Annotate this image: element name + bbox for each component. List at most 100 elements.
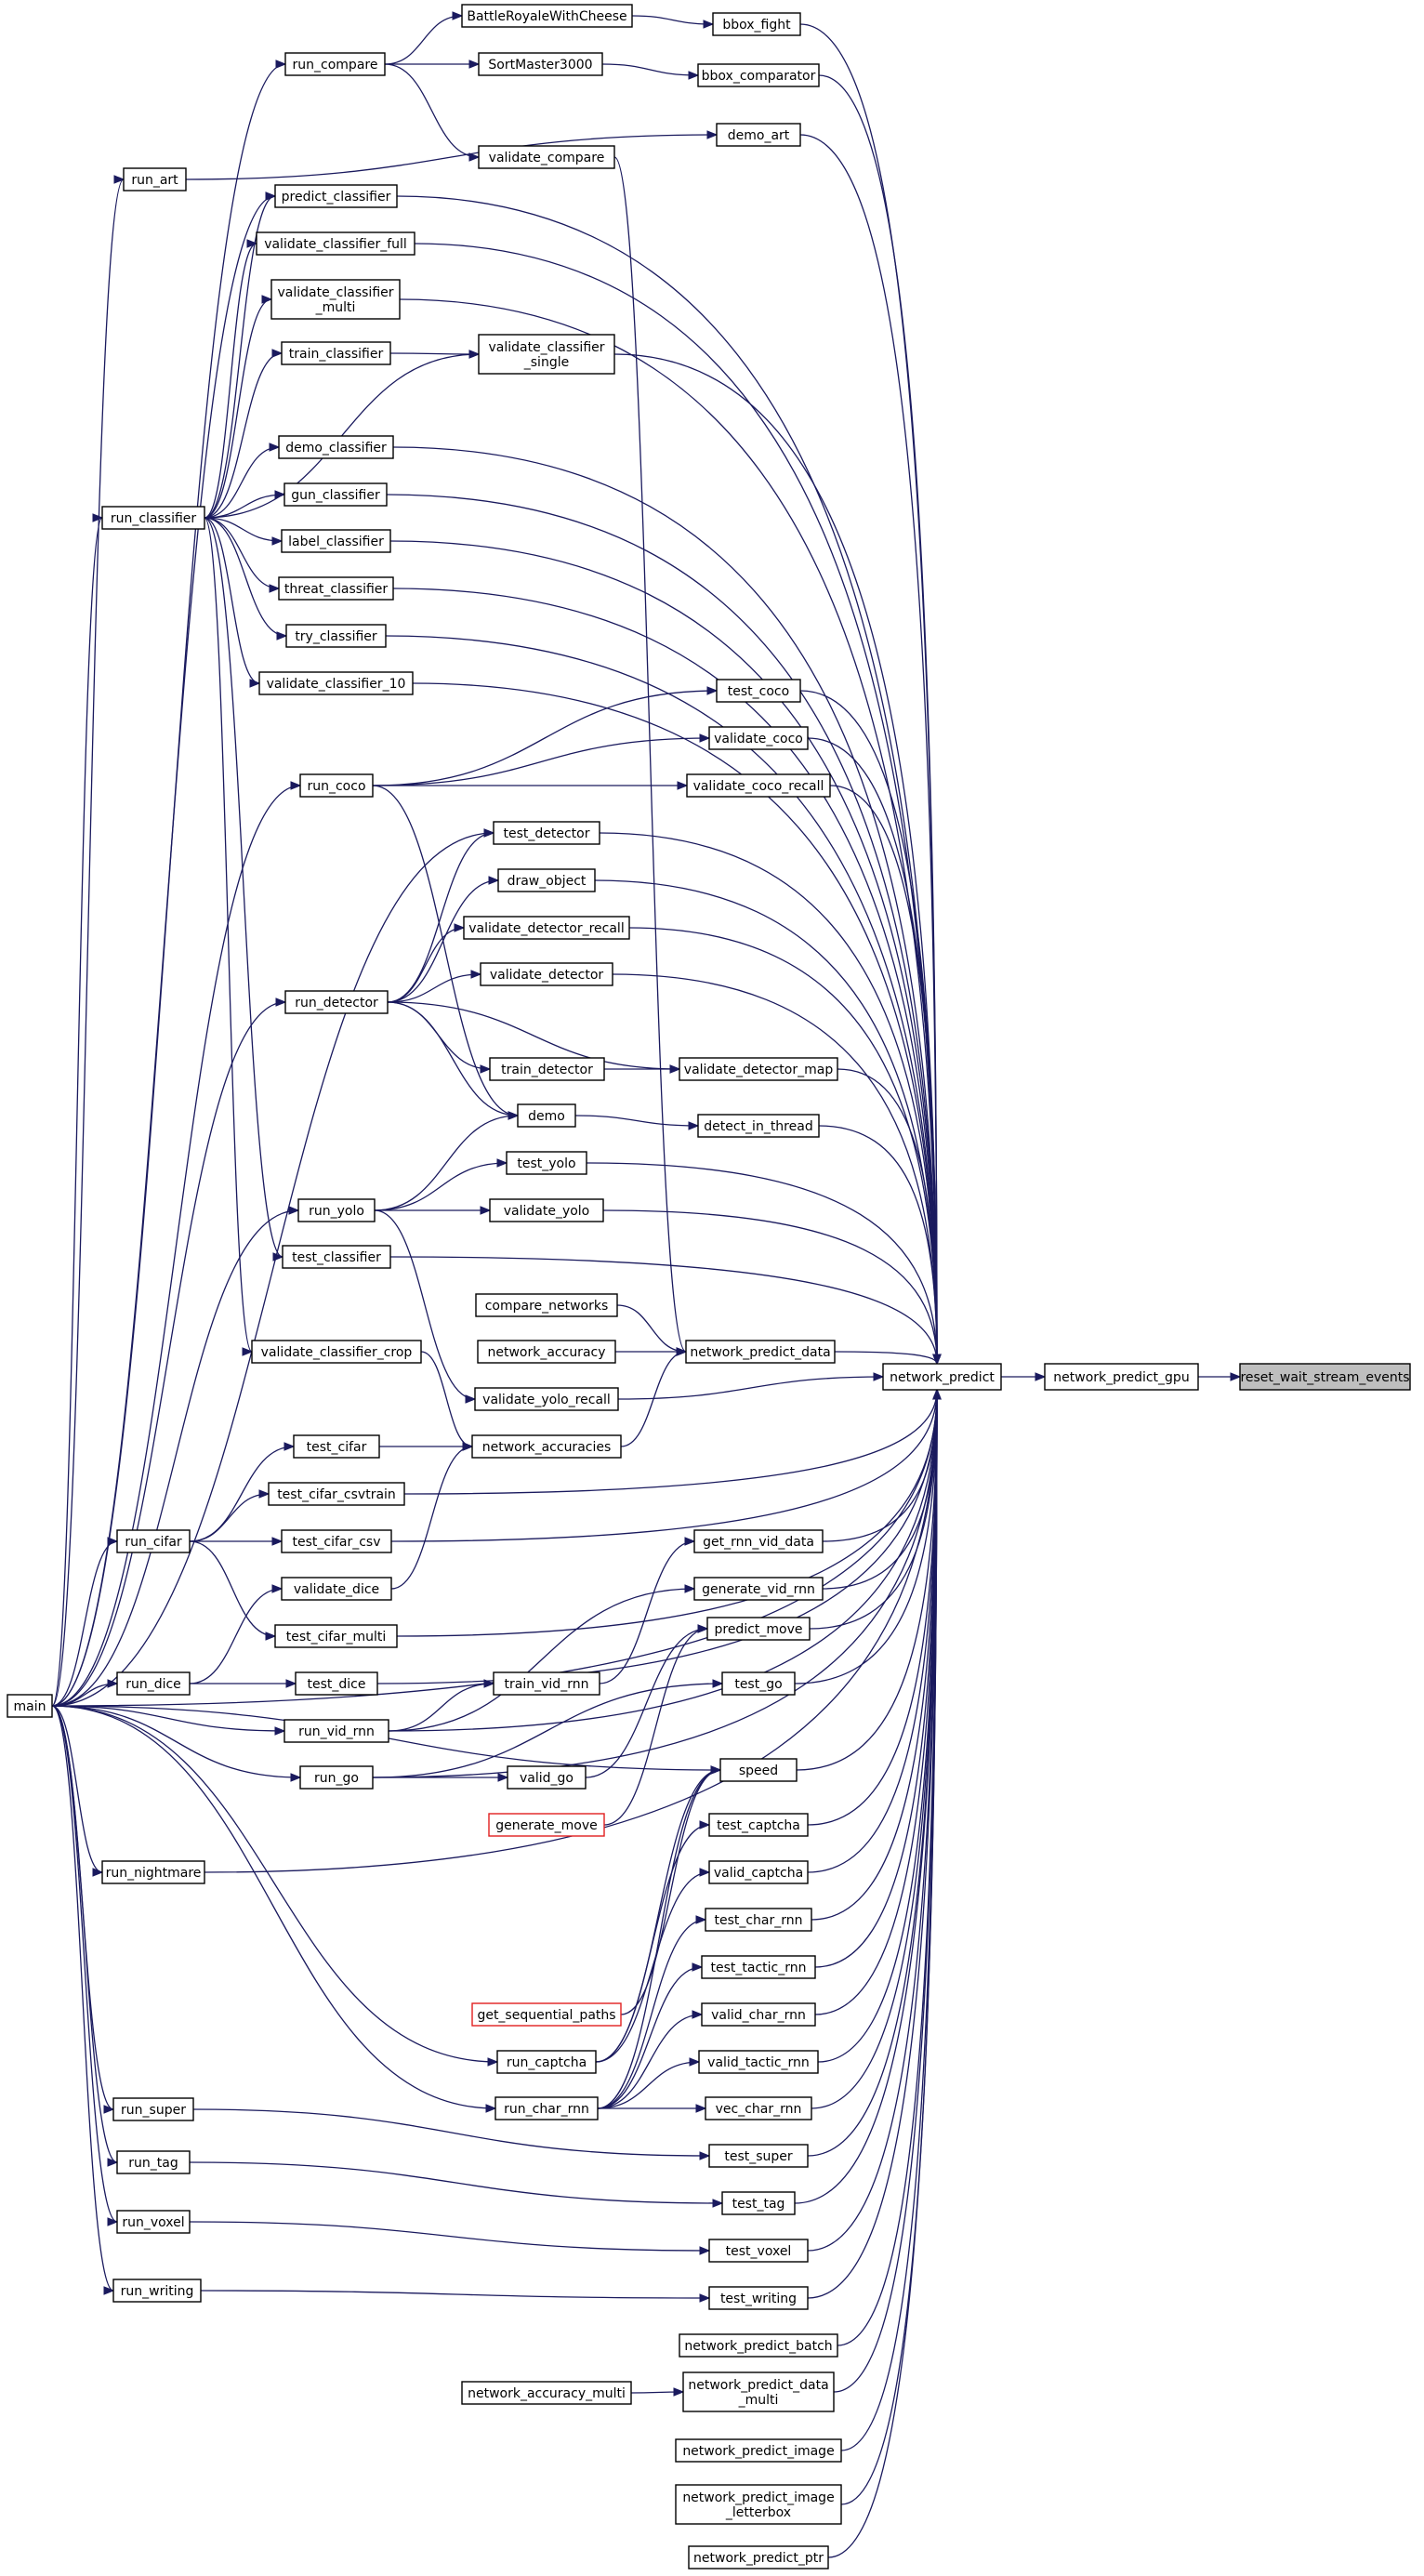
node-battleroyalewithcheese[interactable]: BattleRoyaleWithCheese [461, 4, 633, 28]
node-get-sequential-paths[interactable]: get_sequential_paths [471, 2002, 622, 2027]
node-run-classifier[interactable]: run_classifier [101, 506, 205, 530]
arrowhead [488, 876, 500, 885]
node-test-super[interactable]: test_super [708, 2144, 809, 2168]
node-network-predict-image[interactable]: network_predict_image [675, 2438, 842, 2463]
node-test-classifier[interactable]: test_classifier [282, 1245, 391, 1269]
node-train-detector[interactable]: train_detector [489, 1057, 605, 1081]
node-run-go[interactable]: run_go [299, 1765, 374, 1790]
node-network-predict-batch[interactable]: network_predict_batch [679, 2333, 838, 2358]
node-box [258, 671, 414, 695]
node-test-writing[interactable]: test_writing [708, 2286, 809, 2310]
node-run-captcha[interactable]: run_captcha [496, 2050, 597, 2074]
node-run-dice[interactable]: run_dice [116, 1671, 191, 1696]
node-network-predict-gpu[interactable]: network_predict_gpu [1044, 1363, 1199, 1391]
node-bbox-comparator[interactable]: bbox_comparator [697, 63, 820, 87]
node-validate-detector[interactable]: validate_detector [480, 962, 613, 986]
node-validate-classifier-single[interactable]: validate_classifier_single [478, 334, 615, 375]
node-test-captcha[interactable]: test_captcha [708, 1813, 809, 1837]
node-predict-move[interactable]: predict_move [706, 1617, 811, 1641]
node-run-char-rnn[interactable]: run_char_rnn [494, 2096, 599, 2120]
node-label-classifier[interactable]: label_classifier [281, 529, 391, 553]
node-predict-classifier[interactable]: predict_classifier [274, 184, 398, 208]
node-run-coco[interactable]: run_coco [299, 773, 374, 798]
node-draw-object[interactable]: draw_object [497, 868, 596, 892]
node-test-yolo[interactable]: test_yolo [506, 1151, 587, 1175]
node-run-super[interactable]: run_super [112, 2097, 194, 2121]
node-test-cifar-csv[interactable]: test_cifar_csv [281, 1529, 392, 1553]
node-run-art[interactable]: run_art [123, 167, 187, 192]
edge-line [185, 134, 718, 180]
node-generate-vid-rnn[interactable]: generate_vid_rnn [693, 1577, 824, 1601]
node-compare-networks[interactable]: compare_networks [475, 1293, 618, 1317]
node-try-classifier[interactable]: try_classifier [285, 624, 387, 648]
node-gun-classifier[interactable]: gun_classifier [283, 482, 388, 507]
node-test-cifar[interactable]: test_cifar [293, 1434, 380, 1459]
edge-run-cifar-to-test-cifar-csv [190, 1537, 283, 1546]
node-test-coco[interactable]: test_coco [716, 679, 801, 703]
node-detect-in-thread[interactable]: detect_in_thread [697, 1114, 820, 1138]
node-box [281, 341, 391, 365]
node-network-predict-data[interactable]: network_predict_data [685, 1340, 836, 1364]
node-validate-yolo[interactable]: validate_yolo [489, 1198, 604, 1222]
node-validate-classifier-multi[interactable]: validate_classifier_multi [270, 279, 401, 320]
node-test-char-rnn[interactable]: test_char_rnn [705, 1908, 812, 1932]
node-run-compare[interactable]: run_compare [284, 52, 386, 76]
node-validate-classifier-10[interactable]: validate_classifier_10 [258, 671, 414, 695]
node-network-accuracy[interactable]: network_accuracy [477, 1340, 616, 1364]
node-test-go[interactable]: test_go [721, 1671, 796, 1696]
node-validate-coco-recall[interactable]: validate_coco_recall [686, 773, 831, 798]
node-train-classifier[interactable]: train_classifier [281, 341, 391, 365]
edge-line [586, 1162, 938, 1365]
node-valid-captcha[interactable]: valid_captcha [708, 1860, 809, 1884]
node-test-tactic-rnn[interactable]: test_tactic_rnn [701, 1955, 816, 1979]
node-validate-dice[interactable]: validate_dice [281, 1577, 392, 1601]
node-network-predict-data-multi[interactable]: network_predict_data_multi [682, 2371, 835, 2412]
node-threat-classifier[interactable]: threat_classifier [278, 576, 394, 601]
node-validate-detector-recall[interactable]: validate_detector_recall [463, 916, 630, 940]
node-run-vid-rnn[interactable]: run_vid_rnn [283, 1719, 389, 1743]
node-run-writing[interactable]: run_writing [112, 2279, 202, 2303]
node-box [282, 1245, 391, 1269]
node-test-cifar-multi[interactable]: test_cifar_multi [274, 1624, 398, 1648]
node-validate-classifier-full[interactable]: validate_classifier_full [256, 231, 415, 256]
node-run-voxel[interactable]: run_voxel [116, 2210, 191, 2234]
node-test-cifar-csvtrain[interactable]: test_cifar_csvtrain [268, 1482, 405, 1506]
edge-line [189, 1493, 270, 1542]
node-reset-wait-stream-events[interactable]: reset_wait_stream_events [1239, 1363, 1411, 1391]
node-demo[interactable]: demo [517, 1103, 576, 1128]
node-vec-char-rnn[interactable]: vec_char_rnn [705, 2096, 812, 2120]
edge-run-detector-to-validate-detector [387, 970, 482, 1003]
node-validate-classifier-crop[interactable]: validate_classifier_crop [251, 1340, 422, 1364]
node-valid-go[interactable]: valid_go [507, 1765, 587, 1790]
node-valid-tactic-rnn[interactable]: valid_tactic_rnn [698, 2050, 819, 2074]
node-run-tag[interactable]: run_tag [116, 2150, 191, 2174]
node-validate-coco[interactable]: validate_coco [708, 726, 809, 750]
node-bbox-fight[interactable]: bbox_fight [712, 12, 801, 36]
node-run-nightmare[interactable]: run_nightmare [101, 1860, 205, 1884]
node-test-detector[interactable]: test_detector [493, 821, 600, 845]
node-generate-move[interactable]: generate_move [488, 1813, 605, 1837]
node-test-voxel[interactable]: test_voxel [708, 2239, 809, 2263]
node-valid-char-rnn[interactable]: valid_char_rnn [701, 2002, 816, 2027]
node-network-accuracies[interactable]: network_accuracies [471, 1434, 622, 1459]
node-validate-detector-map[interactable]: validate_detector_map [679, 1057, 838, 1081]
node-get-rnn-vid-data[interactable]: get_rnn_vid_data [693, 1529, 824, 1553]
node-run-yolo[interactable]: run_yolo [297, 1198, 376, 1222]
node-network-predict[interactable]: network_predict [882, 1363, 1002, 1391]
node-validate-yolo-recall[interactable]: validate_yolo_recall [474, 1387, 619, 1411]
node-demo-classifier[interactable]: demo_classifier [278, 435, 394, 459]
node-network-accuracy-multi[interactable]: network_accuracy_multi [461, 2381, 632, 2405]
node-demo-art[interactable]: demo_art [716, 123, 801, 147]
edge-run-classifier-to-demo-classifier [204, 443, 281, 519]
node-validate-compare[interactable]: validate_compare [478, 145, 615, 169]
node-run-cifar[interactable]: run_cifar [116, 1529, 191, 1553]
node-train-vid-rnn[interactable]: train_vid_rnn [493, 1671, 600, 1696]
node-main[interactable]: main [7, 1694, 53, 1718]
node-run-detector[interactable]: run_detector [284, 990, 389, 1014]
node-network-predict-image-letterbox[interactable]: network_predict_image_letterbox [675, 2484, 842, 2525]
node-test-dice[interactable]: test_dice [295, 1671, 378, 1696]
node-sortmaster3000[interactable]: SortMaster3000 [478, 52, 603, 76]
node-network-predict-ptr[interactable]: network_predict_ptr [688, 2545, 829, 2569]
node-test-tag[interactable]: test_tag [721, 2191, 796, 2215]
node-speed[interactable]: speed [719, 1758, 798, 1782]
